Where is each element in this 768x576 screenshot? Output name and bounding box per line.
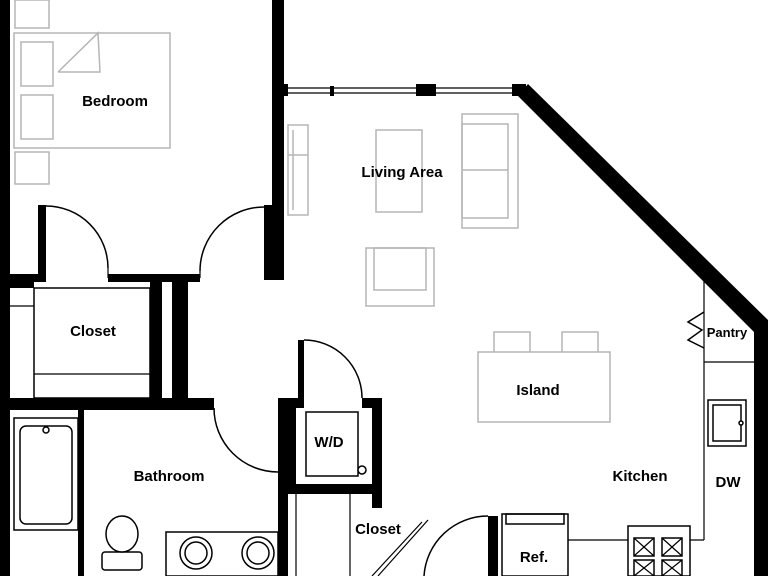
wd-vent (357, 465, 367, 475)
sofa (461, 113, 519, 229)
label-pantry: Pantry (707, 325, 748, 340)
living-furniture (287, 113, 611, 423)
wall-wd-left-upper (298, 340, 304, 408)
bedroom-door-swing (199, 206, 265, 272)
pillow-2 (20, 94, 54, 140)
nightstand-top (14, 0, 50, 29)
stool-1 (493, 331, 531, 355)
island-counter (477, 351, 611, 423)
tub-drain (42, 426, 50, 434)
window (288, 87, 512, 94)
wall-bedroom-closet-jamb (38, 205, 46, 282)
pillow-1 (20, 41, 54, 87)
closet-outline (33, 287, 151, 399)
wall-bedroom-bottom-mid (108, 274, 200, 282)
bathtub-basin (19, 425, 73, 525)
label-wd: W/D (314, 434, 343, 451)
bathroom-fixtures (13, 407, 279, 576)
wall-closet-top-left (10, 282, 34, 288)
wall-closet-right-inner (150, 282, 162, 400)
label-island: Island (516, 382, 559, 399)
closet-bottom-door-swing (423, 515, 489, 576)
label-bedroom: Bedroom (82, 93, 148, 110)
window-end-left (284, 84, 288, 96)
wall-wd-right (372, 398, 382, 508)
label-ref: Ref. (520, 549, 548, 566)
label-kitchen: Kitchen (612, 468, 667, 485)
window-mullion (416, 84, 436, 96)
closet-bottom-door-leaf (377, 519, 429, 576)
nightstand-bottom (14, 151, 50, 185)
label-bathroom: Bathroom (134, 468, 205, 485)
wd-door-swing (303, 339, 363, 399)
wall-wd-left (288, 408, 296, 494)
wall-bathroom-top (10, 398, 214, 410)
wall-kitchen-right (754, 326, 768, 576)
doors (45, 205, 705, 576)
wall-tub-partition (78, 410, 84, 576)
stool-2 (561, 331, 599, 355)
wall-wd-bottom (288, 484, 382, 494)
burners (633, 537, 683, 576)
bedroom-furniture (13, 0, 171, 185)
closet-left-fixtures (10, 287, 151, 399)
wall-left-outer (0, 0, 10, 576)
pantry-bifold (686, 311, 705, 349)
label-closet-bottom: Closet (355, 521, 401, 538)
label-closet-left: Closet (70, 323, 116, 340)
toilet-bowl (105, 515, 139, 553)
wall-bedroom-door-jamb (264, 205, 284, 280)
wall-wd-top-left (288, 398, 302, 408)
coffee-table (375, 129, 423, 213)
faucet (738, 420, 744, 426)
label-living-area: Living Area (361, 164, 443, 181)
washer-dryer (305, 411, 359, 477)
wd-fixture (305, 411, 367, 477)
label-dw: DW (716, 474, 742, 491)
armchair (365, 247, 435, 307)
bathroom-door-swing (213, 407, 279, 473)
wall-bedroom-bottom-left (10, 274, 44, 282)
wall-kitchen-bottom-left (488, 516, 498, 576)
blanket-fold (57, 31, 101, 73)
closet-door-swing (45, 205, 109, 269)
closet-bottom-fixtures (295, 494, 351, 576)
wall-bathroom-right (278, 398, 288, 576)
toilet-tank (101, 551, 143, 571)
wall-diagonal (518, 84, 768, 336)
wall-closet-right-outer (172, 282, 188, 400)
media-console (287, 124, 309, 216)
window-post-1 (330, 86, 334, 96)
kitchen-fixtures (501, 280, 754, 576)
room-labels: Bedroom Living Area Closet Island Pantry… (70, 93, 748, 566)
